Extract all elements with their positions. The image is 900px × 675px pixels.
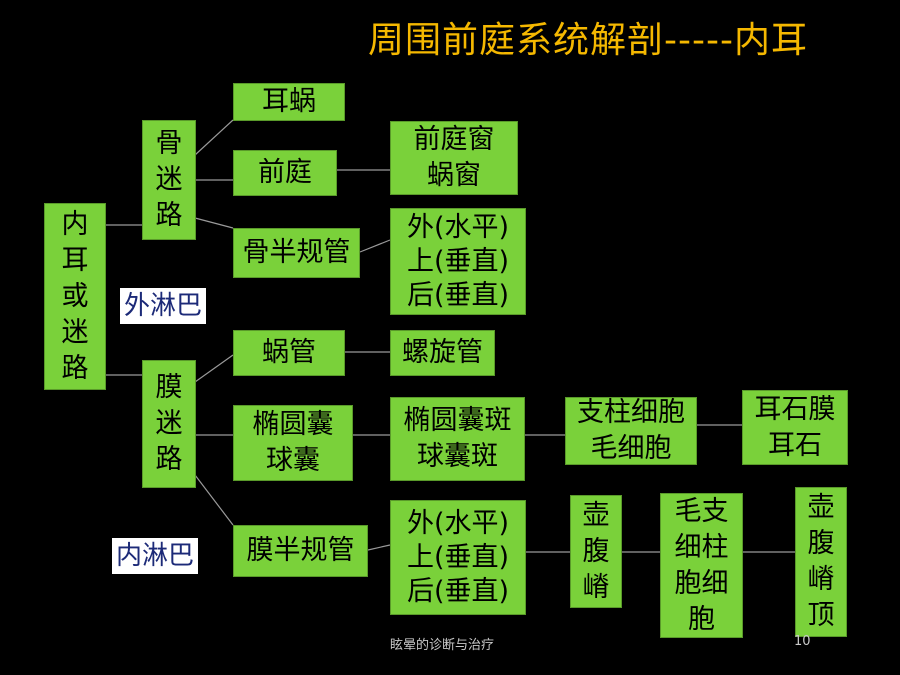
membranous-canal-types-box: 外(水平) 上(垂直) 后(垂直): [390, 500, 526, 615]
perilymph-label: 外淋巴: [120, 288, 207, 324]
spiral-box: 螺旋管: [390, 330, 495, 376]
crista-box: 壶 腹 嵴: [570, 495, 622, 608]
inner-ear-box: 内 耳 或 迷 路: [44, 203, 106, 390]
slide-title: 周围前庭系统解剖-----内耳: [368, 20, 808, 61]
page-number: 10: [794, 634, 811, 649]
sacs-box: 椭圆囊 球囊: [233, 405, 353, 481]
bony-canal-types-box: 外(水平) 上(垂直) 后(垂直): [390, 208, 526, 315]
cochlear-duct-box: 蜗管: [233, 330, 345, 376]
cochlea-box: 耳蜗: [233, 83, 345, 121]
cells-box: 支柱细胞 毛细胞: [565, 397, 697, 465]
bony-canals-box: 骨半规管: [233, 228, 360, 278]
windows-box: 前庭窗 蜗窗: [390, 121, 518, 195]
membranous-labyrinth-box: 膜 迷 路: [142, 360, 196, 488]
bony-labyrinth-box: 骨 迷 路: [142, 120, 196, 240]
membranous-canals-box: 膜半规管: [233, 525, 368, 577]
footer-text: 眩晕的诊断与治疗: [390, 638, 495, 653]
vestibule-box: 前庭: [233, 150, 337, 196]
cupula-box: 壶 腹 嵴 顶: [795, 487, 847, 637]
crista-cells-box: 毛支 细柱 胞细 胞: [660, 493, 743, 638]
endolymph-label: 内淋巴: [112, 538, 199, 574]
otolith-box: 耳石膜 耳石: [742, 390, 848, 465]
maculae-box: 椭圆囊斑 球囊斑: [390, 397, 525, 481]
